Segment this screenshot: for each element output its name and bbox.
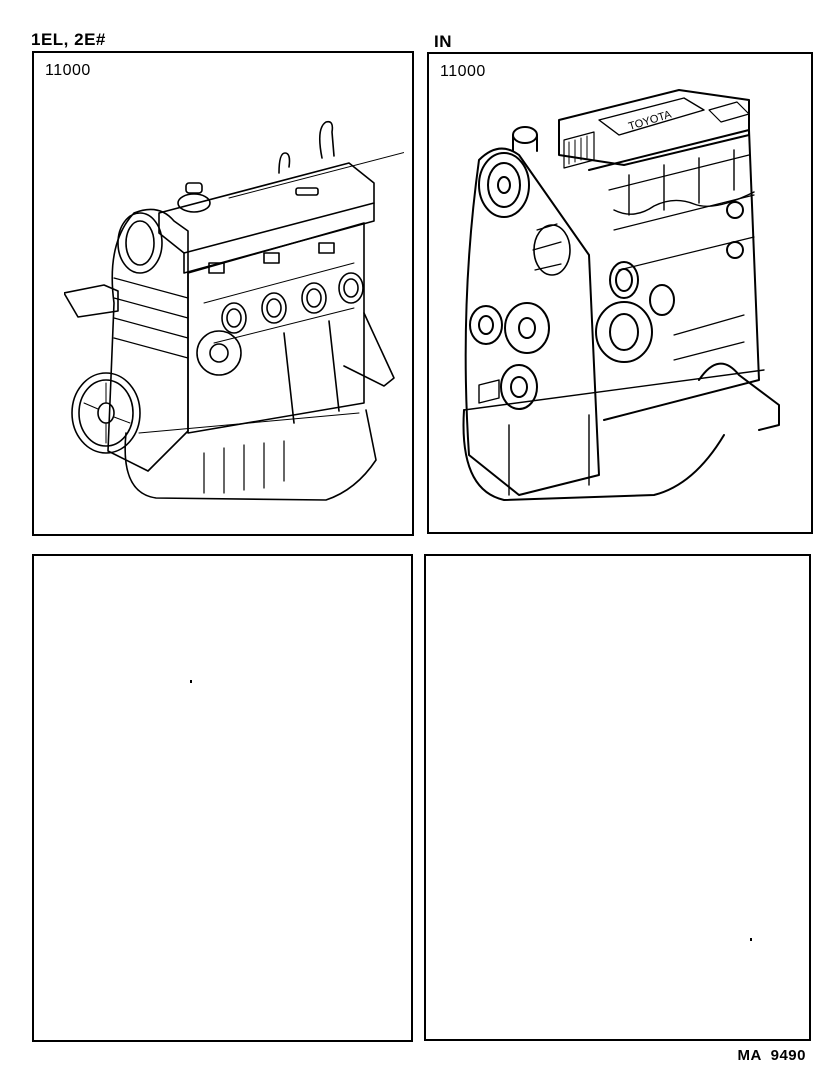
- engine-illustration-1el-2e: [64, 103, 404, 523]
- panel-bottom-right: [424, 554, 811, 1041]
- brand-text: TOYOTA: [627, 108, 673, 133]
- header-label-left: 1EL, 2E#: [31, 30, 106, 49]
- figure-id: MA 9490: [737, 1047, 806, 1064]
- panel-top-right: 11000 TOYOTA: [427, 52, 813, 534]
- panel-top-left: 11000: [32, 51, 414, 536]
- header-label-right: IN: [434, 32, 452, 51]
- part-code: 11000: [45, 62, 91, 79]
- part-code: 11000: [440, 63, 486, 80]
- panel-bottom-left: [32, 554, 413, 1042]
- engine-illustration-in: TOYOTA: [449, 80, 794, 510]
- stray-mark: [750, 938, 752, 941]
- stray-mark: [190, 680, 192, 683]
